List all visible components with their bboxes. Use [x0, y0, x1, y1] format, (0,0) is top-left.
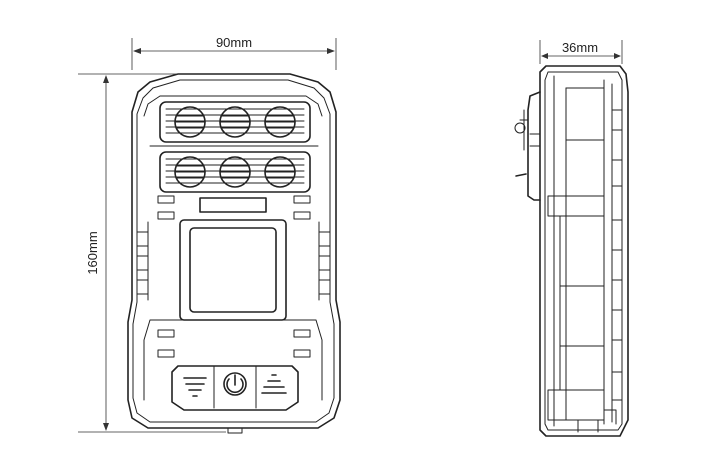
side-module [565, 87, 605, 141]
signal-bars-icon[interactable] [180, 374, 208, 400]
indicator-slot [157, 329, 175, 338]
device-inner-outline [132, 79, 335, 423]
side-ribs [611, 109, 623, 401]
clip-hinge [529, 133, 541, 147]
front-view [127, 73, 341, 434]
side-module [547, 195, 605, 217]
clip-tab [515, 173, 527, 177]
indicator-slot [157, 195, 175, 204]
menu-lines-icon[interactable] [261, 374, 287, 394]
side-module [547, 389, 605, 421]
vent-grille-bottom [159, 151, 311, 193]
display-bezel [179, 219, 287, 321]
side-module [559, 345, 605, 391]
display-screen [189, 227, 277, 313]
led-indicator-bar [199, 197, 267, 213]
button-panel [171, 365, 299, 411]
side-bottom-details [577, 409, 617, 433]
power-icon[interactable] [223, 372, 247, 396]
device-body-outline [127, 73, 341, 429]
top-cap [143, 95, 323, 117]
side-grips-right [318, 221, 331, 301]
side-inner-wall [544, 71, 623, 431]
bottom-clip [227, 427, 243, 434]
side-view [514, 65, 629, 437]
belt-clip-pin [519, 109, 529, 151]
lower-panel [143, 319, 323, 401]
indicator-slot [293, 211, 311, 220]
dimension-width: 90mm [131, 35, 337, 70]
indicator-slot [293, 329, 311, 338]
side-body-outline [539, 65, 629, 437]
side-module [565, 139, 605, 197]
indicator-slot [293, 349, 311, 358]
indicator-slot [293, 195, 311, 204]
height-label: 160mm [85, 231, 100, 274]
belt-clip [527, 91, 541, 201]
clip-screw [514, 122, 526, 134]
dimension-height: 160mm [78, 73, 226, 433]
indicator-slot [157, 349, 175, 358]
depth-label: 36mm [562, 40, 598, 55]
side-module [559, 285, 605, 347]
side-module [559, 215, 605, 287]
vent-grille-top [159, 101, 311, 143]
indicator-slot [157, 211, 175, 220]
width-label: 90mm [216, 35, 252, 50]
dimension-depth: 36mm [539, 40, 623, 64]
side-grips-left [136, 221, 149, 301]
